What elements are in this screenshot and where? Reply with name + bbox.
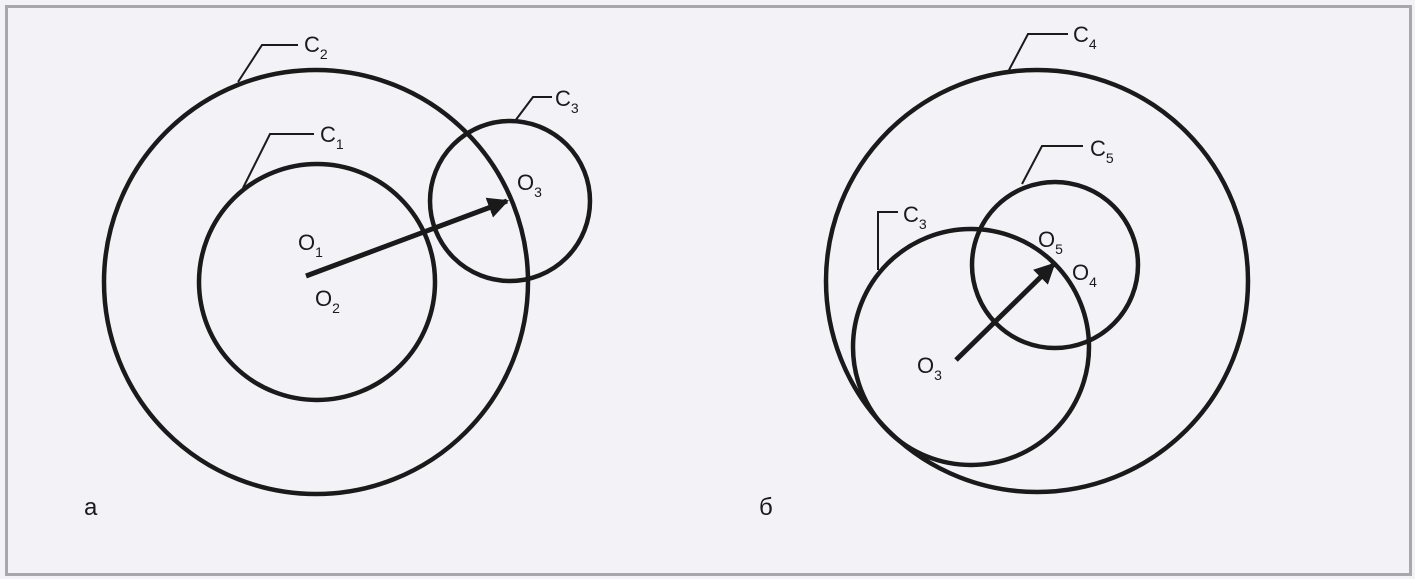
vector-o1-o3 (305, 197, 509, 279)
panel-label-a: а (84, 494, 98, 521)
label-c3: C3 (903, 202, 927, 232)
label-c3: C3 (555, 86, 579, 116)
label-o3: O3 (517, 170, 542, 200)
label-c4: C4 (1073, 22, 1097, 52)
label-o2: O2 (315, 286, 340, 316)
leader-c3 (877, 211, 898, 270)
panel-a: C2 C1 C3 O1 O2 O3 а (84, 32, 593, 521)
vector-o3-o4 (954, 262, 1056, 362)
label-o3: O3 (917, 353, 942, 383)
label-c1: C1 (320, 122, 344, 152)
leader-c5 (1021, 145, 1083, 185)
label-o1: O1 (298, 230, 323, 260)
circle-c3 (427, 118, 593, 284)
leader-c2 (237, 44, 298, 83)
circle-c5 (969, 179, 1141, 351)
leader-c1 (242, 133, 314, 189)
circle-c3 (850, 226, 1092, 468)
label-c2: C2 (304, 32, 328, 62)
leader-c3 (514, 96, 552, 122)
panel-label-b: б (759, 494, 773, 521)
label-o5: O5 (1038, 227, 1063, 257)
circle-c1 (196, 161, 438, 403)
circle-c2 (101, 67, 531, 497)
panel-b: C4 C5 C3 O5 O4 O3 б (759, 22, 1251, 521)
leader-c4 (1008, 33, 1068, 71)
circle-c4 (823, 67, 1251, 495)
label-c5: C5 (1090, 136, 1114, 166)
label-o4: O4 (1072, 260, 1097, 290)
